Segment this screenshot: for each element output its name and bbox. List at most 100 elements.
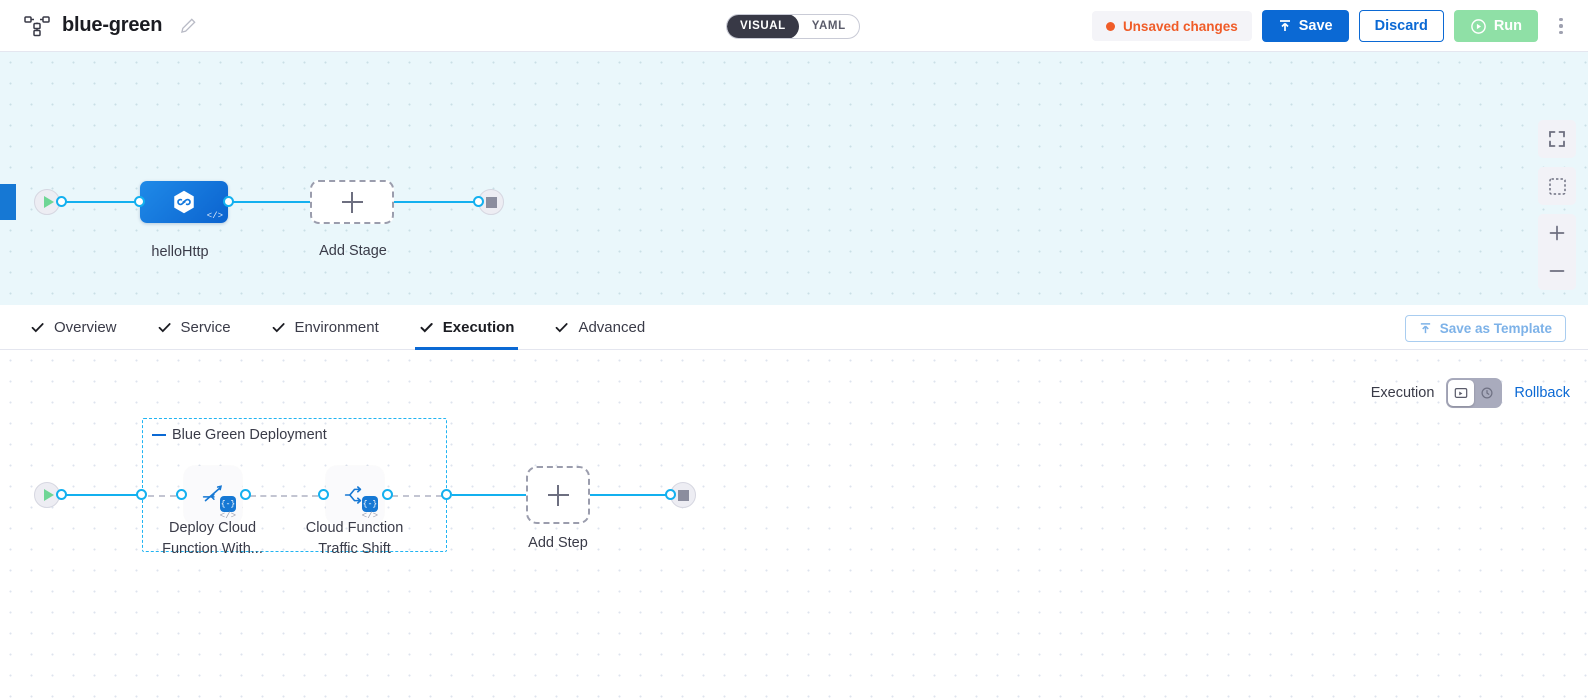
- edge-start-to-group: [61, 493, 146, 496]
- toggle-yaml[interactable]: YAML: [811, 20, 846, 32]
- save-button-label: Save: [1298, 18, 1333, 34]
- tab-service[interactable]: Service: [157, 305, 231, 350]
- step-label-deploy-cloud-function: Deploy Cloud Function With...: [162, 520, 263, 557]
- app-header: blue-green VISUAL YAML Unsaved changes: [0, 0, 1588, 52]
- unsaved-changes-badge: Unsaved changes: [1091, 11, 1252, 41]
- edge-start-to-hellohttp: [61, 200, 145, 203]
- plus-icon: [547, 484, 569, 506]
- execution-canvas[interactable]: Execution Rollback: [0, 350, 1588, 699]
- stop-icon: [677, 489, 689, 501]
- stage-group-blue-green[interactable]: [142, 418, 447, 552]
- step-variable-badge: {-}: [362, 496, 378, 512]
- check-icon: [271, 320, 286, 335]
- tab-advanced[interactable]: Advanced: [554, 305, 645, 350]
- execution-mode-switch: Execution Rollback: [1371, 378, 1570, 408]
- more-vertical-icon[interactable]: [1550, 10, 1572, 42]
- execution-start-node[interactable]: [34, 482, 60, 508]
- header-left: blue-green: [0, 14, 197, 37]
- add-step-button[interactable]: [526, 466, 590, 524]
- traffic-shift-icon: [344, 486, 362, 504]
- exec-end-input-port[interactable]: [665, 489, 676, 500]
- tab-service-label: Service: [180, 318, 231, 336]
- tab-environment[interactable]: Environment: [271, 305, 379, 350]
- save-as-template-button[interactable]: Save as Template: [1404, 315, 1566, 342]
- zoom-in-icon[interactable]: [1538, 214, 1576, 252]
- mode-toggle[interactable]: [1446, 378, 1503, 408]
- fullscreen-icon[interactable]: [1538, 120, 1576, 158]
- unsaved-dot-icon: [1105, 21, 1115, 31]
- execution-mode-label: Execution: [1370, 385, 1435, 401]
- step-label-traffic-shift: Cloud Function Traffic Shift: [305, 520, 404, 557]
- fit-to-screen-icon[interactable]: [1538, 167, 1576, 205]
- check-icon: [157, 320, 172, 335]
- discard-button-label: Discard: [1374, 18, 1428, 34]
- edge-addstage-to-end: [394, 200, 480, 203]
- save-button[interactable]: Save: [1261, 10, 1349, 42]
- edge-group-to-step1: [148, 494, 176, 497]
- page-title: blue-green: [62, 14, 163, 36]
- upload-icon: [1279, 20, 1290, 31]
- pipeline-start-node[interactable]: [34, 189, 60, 215]
- stage-code-tag: </>: [206, 211, 223, 221]
- collapse-bar-icon[interactable]: [152, 433, 166, 437]
- start-output-port[interactable]: [56, 196, 67, 207]
- hellohttp-input-port[interactable]: [134, 196, 145, 207]
- plus-icon: [341, 191, 363, 213]
- step1-input-port[interactable]: [176, 489, 187, 500]
- step2-input-port[interactable]: [318, 489, 329, 500]
- tab-execution[interactable]: Execution: [414, 305, 519, 350]
- pencil-icon[interactable]: [180, 17, 197, 34]
- header-actions: Unsaved changes Save Discard Run: [1091, 0, 1572, 52]
- tab-overview-label: Overview: [54, 318, 117, 336]
- save-as-template-label: Save as Template: [1439, 321, 1552, 336]
- stage-label-hellohttp: helloHttp: [151, 244, 209, 260]
- edge-hellohttp-to-addstage: [228, 200, 311, 203]
- exec-start-output-port[interactable]: [56, 489, 67, 500]
- edge-group-to-addstep: [452, 493, 526, 496]
- stage-canvas[interactable]: </> helloHttp Add Stage: [0, 52, 1588, 305]
- group-input-port[interactable]: [136, 489, 147, 500]
- canvas-left-accent: [0, 184, 16, 220]
- check-icon: [554, 320, 569, 335]
- start-icon: [43, 196, 54, 208]
- tab-environment-label: Environment: [294, 318, 379, 336]
- infinity-hexagon-icon: [174, 190, 194, 214]
- add-stage-label: Add Stage: [319, 243, 387, 259]
- step-node-traffic-shift[interactable]: {-} </>: [326, 466, 384, 524]
- group-output-port[interactable]: [441, 489, 452, 500]
- execution-mode-icon[interactable]: [1448, 380, 1475, 406]
- run-button-label: Run: [1493, 18, 1522, 34]
- run-button[interactable]: Run: [1453, 10, 1538, 42]
- deploy-function-icon: [202, 485, 223, 502]
- zoom-out-icon[interactable]: [1538, 252, 1576, 290]
- unsaved-changes-label: Unsaved changes: [1122, 18, 1238, 34]
- stage-node-hellohttp[interactable]: </>: [140, 181, 228, 223]
- rollback-mode-icon[interactable]: [1474, 380, 1500, 406]
- add-stage-button[interactable]: [310, 180, 394, 224]
- step2-output-port[interactable]: [382, 489, 393, 500]
- tab-overview[interactable]: Overview: [30, 305, 117, 350]
- edge-addstep-to-end: [590, 493, 670, 496]
- view-mode-toggle[interactable]: VISUAL YAML: [726, 14, 860, 39]
- config-tabbar: Overview Service Environment Execution: [0, 305, 1588, 350]
- hellohttp-output-port[interactable]: [223, 196, 234, 207]
- check-icon: [419, 320, 434, 335]
- upload-icon: [1420, 323, 1430, 334]
- stage-group-title-label: Blue Green Deployment: [172, 427, 327, 443]
- stage-group-title: Blue Green Deployment: [152, 427, 327, 443]
- discard-button[interactable]: Discard: [1358, 10, 1444, 42]
- edge-step2-to-groupend: [392, 494, 442, 497]
- end-input-port[interactable]: [473, 196, 484, 207]
- tab-execution-label: Execution: [442, 318, 515, 336]
- rollback-link[interactable]: Rollback: [1514, 385, 1570, 401]
- add-step-label: Add Step: [528, 535, 588, 551]
- step1-output-port[interactable]: [240, 489, 251, 500]
- zoom-group: [1538, 214, 1576, 290]
- toggle-visual[interactable]: VISUAL: [727, 15, 799, 38]
- tab-list: Overview Service Environment Execution: [0, 305, 645, 350]
- start-icon: [43, 489, 54, 501]
- step-code-tag: </>: [361, 511, 378, 521]
- step-node-deploy-cloud-function[interactable]: {-} </>: [184, 466, 242, 524]
- edge-step1-to-step2: [250, 494, 318, 497]
